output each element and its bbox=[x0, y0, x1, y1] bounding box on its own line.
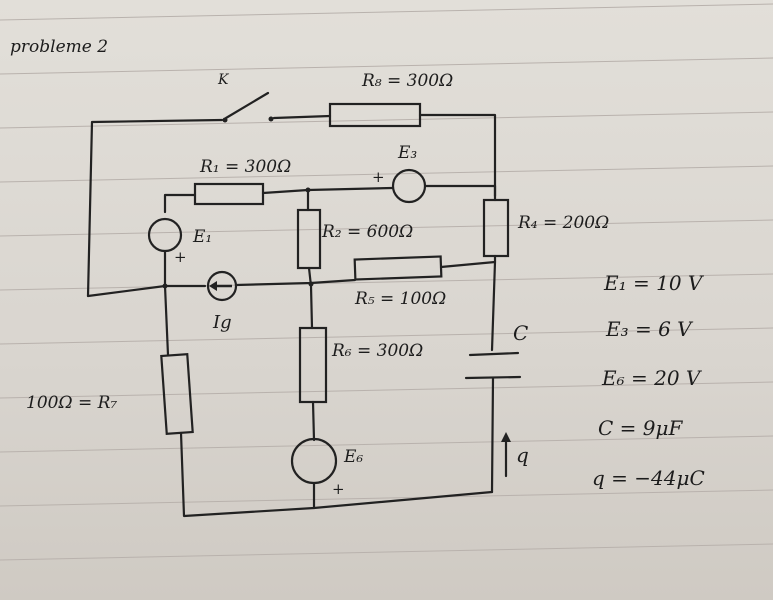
r1-label: R₁ = 300Ω bbox=[199, 157, 291, 177]
top-branch bbox=[86, 91, 497, 298]
resistor-r4 bbox=[482, 198, 510, 258]
resistor-r1 bbox=[193, 182, 265, 206]
notebook-rulings bbox=[0, 3, 773, 561]
r8-label: R₈ = 300Ω bbox=[361, 71, 453, 91]
e1-label: E₁ bbox=[192, 227, 212, 247]
r6-label: R₆ = 300Ω bbox=[331, 341, 423, 361]
q-label: q bbox=[516, 443, 529, 467]
ig-arrow-icon bbox=[209, 281, 217, 291]
r2-label: R₂ = 600Ω bbox=[321, 222, 413, 242]
r2-branch bbox=[296, 188, 322, 288]
given-values: E₁ = 10 V E₃ = 6 V E₆ = 20 V C = 9μF q =… bbox=[592, 271, 705, 490]
resistor-r5 bbox=[353, 255, 443, 281]
switch-blade bbox=[224, 91, 270, 120]
node-middle bbox=[308, 281, 314, 287]
ig-label: Ig bbox=[212, 312, 232, 333]
given-q: q = −44μC bbox=[592, 466, 705, 490]
e1-plus-sign: + bbox=[174, 248, 187, 266]
resistor-r7 bbox=[160, 353, 194, 435]
r4-label: R₄ = 200Ω bbox=[517, 213, 609, 233]
source-e3 bbox=[391, 168, 427, 204]
capacitor-plate-top bbox=[468, 351, 520, 357]
given-e6: E₆ = 20 V bbox=[601, 366, 703, 390]
resistor-r2 bbox=[296, 208, 322, 270]
capacitor-c bbox=[464, 351, 522, 494]
r6-e6-branch bbox=[290, 284, 338, 510]
given-e3: E₃ = 6 V bbox=[605, 317, 694, 341]
r7-branch bbox=[160, 284, 494, 518]
page-title: probleme 2 bbox=[10, 37, 108, 57]
r5-label: R₅ = 100Ω bbox=[354, 289, 446, 309]
e3-plus-sign: + bbox=[372, 168, 385, 186]
r4-branch bbox=[482, 184, 510, 264]
r7-label: 100Ω = R₇ bbox=[26, 393, 117, 413]
q-arrow-icon bbox=[501, 432, 511, 478]
e6-plus-sign: + bbox=[332, 480, 345, 498]
e3-label: E₃ bbox=[397, 143, 417, 163]
switch-contact-right bbox=[268, 116, 274, 122]
c-label: C bbox=[513, 321, 528, 345]
switch-label: K bbox=[217, 72, 230, 88]
given-c: C = 9μF bbox=[598, 416, 683, 440]
given-e1: E₁ = 10 V bbox=[603, 271, 705, 295]
e6-label: E₆ bbox=[343, 447, 363, 467]
source-e1 bbox=[147, 217, 183, 253]
resistor-r8 bbox=[328, 102, 422, 128]
